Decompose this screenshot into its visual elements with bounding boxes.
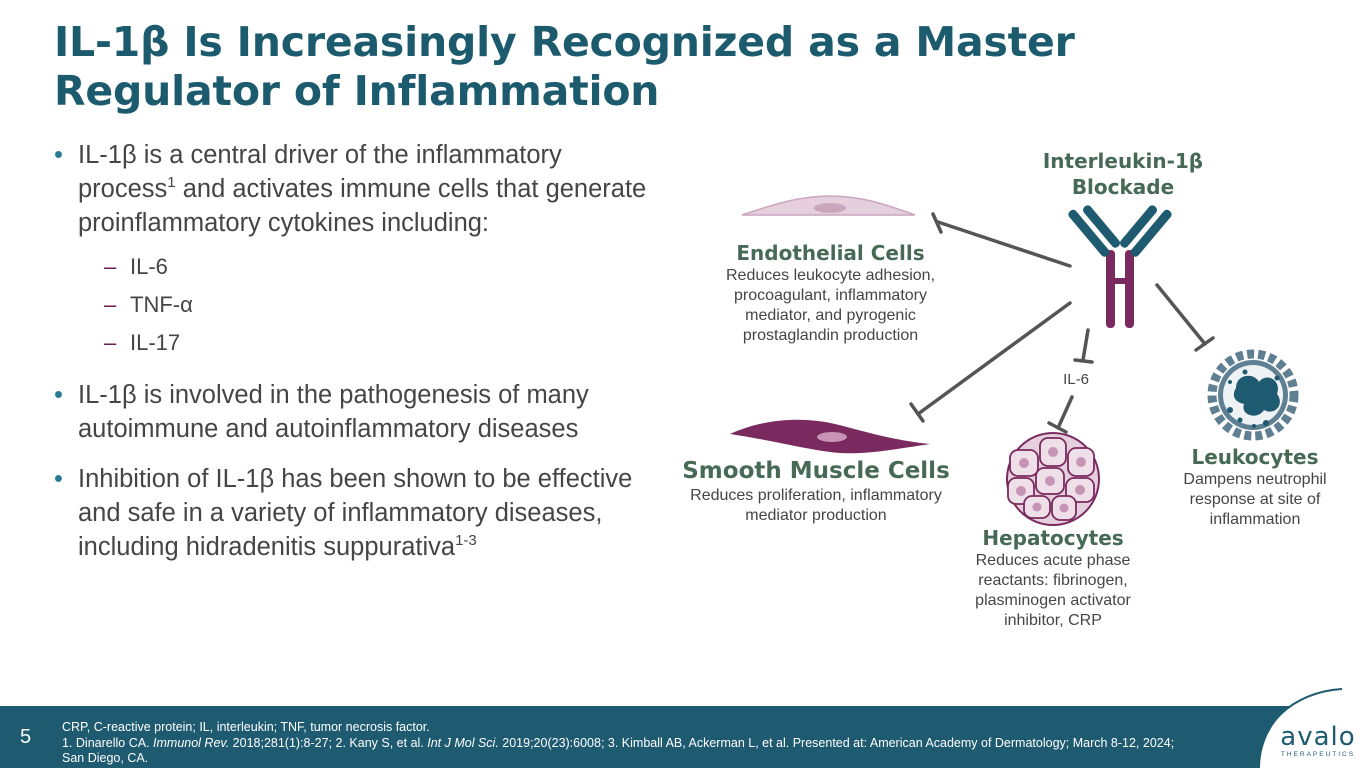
endothelial-label: Endothelial Cells Reduces leukocyte adhe…: [703, 240, 958, 346]
bullet-text: Inhibition of IL-1β has been shown to be…: [78, 465, 633, 561]
tbar-smooth-muscle: [909, 402, 925, 423]
ref-text: 1. Dinarello CA.: [62, 735, 154, 750]
cytokine-il6: IL-6: [78, 248, 664, 286]
antibody-icon: [1068, 205, 1172, 328]
logo-badge: [1250, 688, 1365, 768]
smooth-muscle-label: Smooth Muscle Cells Reduces proliferatio…: [676, 456, 956, 526]
abbreviations: CRP, C-reactive protein; IL, interleukin…: [62, 720, 430, 734]
cytokine-list: IL-6 TNF-α IL-17: [78, 248, 664, 362]
page-title: IL-1β Is Increasingly Recognized as a Ma…: [54, 18, 1075, 115]
ref-journal: Immunol Rev.: [153, 735, 230, 750]
smooth-muscle-title: Smooth Muscle Cells: [682, 458, 950, 484]
tbar-hepatocytes: [1047, 421, 1068, 434]
page-number: 5: [20, 726, 32, 748]
cytokine-il17: IL-17: [78, 324, 664, 362]
hepatocytes-label: Hepatocytes Reduces acute phase reactant…: [958, 525, 1148, 631]
smooth-muscle-cell-icon: [730, 419, 930, 454]
leukocytes-title: Leukocytes: [1191, 445, 1319, 469]
citation-sup: 1-3: [455, 532, 477, 549]
bullet-text-rest: and activates immune cells that generate…: [78, 175, 647, 237]
cytokine-tnf: TNF-α: [78, 286, 664, 324]
logo-name: avalo: [1280, 722, 1356, 752]
connector-hepatocytes: [1056, 395, 1074, 430]
endothelial-cell-icon: [741, 195, 916, 216]
footer-bar: 5 CRP, C-reactive protein; IL, interleuk…: [0, 706, 1365, 768]
leukocyte-icon: [1207, 349, 1299, 441]
ref-journal: Int J Mol Sci.: [427, 735, 499, 750]
tbar-leukocytes: [1194, 336, 1215, 352]
connector-endothelial: [936, 220, 1072, 268]
logo-subtitle: THERAPEUTICS: [1280, 751, 1356, 758]
bullet-inhibition: Inhibition of IL-1β has been shown to be…: [54, 462, 664, 564]
smooth-muscle-desc: Reduces proliferation, inflammatory medi…: [690, 487, 942, 524]
hepatocytes-desc: Reduces acute phase reactants: fibrinoge…: [975, 552, 1131, 629]
ref-text: 2019;20(23):6008; 3. Kimball AB, Ackerma…: [498, 735, 1175, 750]
citation-sup: 1: [167, 174, 176, 191]
endothelial-title: Endothelial Cells: [736, 241, 925, 265]
hepatocytes-title: Hepatocytes: [982, 526, 1124, 550]
leukocytes-label: Leukocytes Dampens neutrophil response a…: [1160, 444, 1350, 530]
references-line3: San Diego, CA.: [62, 751, 149, 765]
bullet-il1b-driver: IL-1β is a central driver of the inflamm…: [54, 138, 664, 362]
footnote: CRP, C-reactive protein; IL, interleukin…: [62, 720, 1212, 767]
hepatocytes-icon: [1006, 432, 1100, 526]
bullet-pathogenesis: IL-1β is involved in the pathogenesis of…: [54, 378, 664, 446]
il6-label: IL-6: [1063, 371, 1089, 388]
connector-leukocytes: [1155, 283, 1207, 346]
ref-text: 2018;281(1):8-27; 2. Kany S, et al.: [229, 735, 428, 750]
bullet-list: IL-1β is a central driver of the inflamm…: [54, 138, 664, 564]
connector-smooth-muscle: [916, 301, 1072, 416]
tbar-endothelial: [931, 212, 943, 234]
bullet-text: IL-1β is a central driver of the inflamm…: [78, 141, 562, 203]
references: 1. Dinarello CA. Immunol Rev. 2018;281(1…: [62, 736, 1212, 752]
tbar-il6: [1073, 358, 1094, 364]
connector-il6: [1081, 328, 1090, 362]
leukocytes-desc: Dampens neutrophil response at site of i…: [1183, 471, 1327, 528]
endothelial-desc: Reduces leukocyte adhesion, procoagulant…: [725, 267, 936, 344]
logo-arc-icon: [1255, 688, 1365, 768]
blockade-label: Interleukin-1β Blockade: [1042, 149, 1204, 199]
